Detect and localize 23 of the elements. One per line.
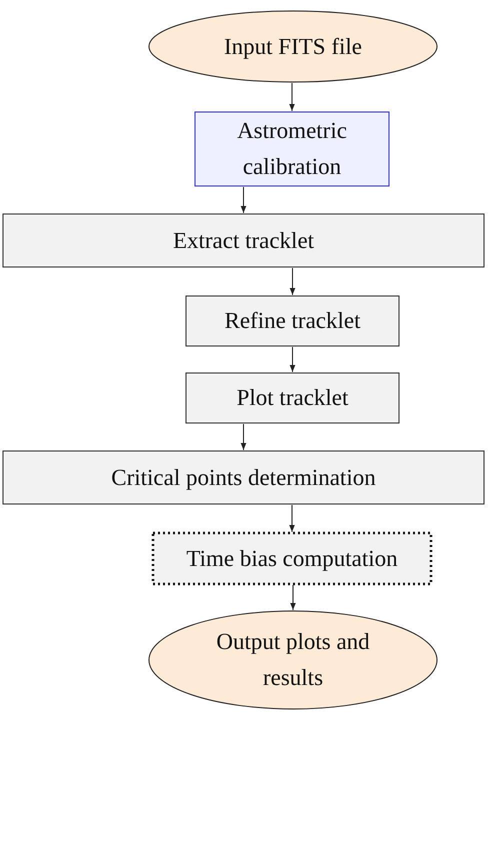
node-label: Time bias computation <box>186 544 398 573</box>
node-label: Output plots and results <box>215 628 371 692</box>
process-box <box>185 295 400 347</box>
process-box <box>194 111 390 187</box>
node-label: Input FITS file <box>224 32 362 61</box>
arrow <box>290 584 296 610</box>
process-box <box>152 532 432 585</box>
start-ellipse <box>148 10 438 83</box>
arrow <box>289 82 295 112</box>
arrow <box>290 346 296 372</box>
process-box <box>185 372 400 424</box>
arrow <box>289 504 295 532</box>
node-label: Plot tracklet <box>236 384 348 412</box>
end-ellipse <box>148 610 438 710</box>
node-label: Extract tracklet <box>172 226 314 254</box>
node-label: Critical points determination <box>111 464 376 492</box>
node-label: Astrometric calibration <box>236 117 348 181</box>
arrow <box>290 268 296 296</box>
process-box <box>2 450 485 505</box>
arrow <box>240 424 246 450</box>
process-box <box>2 213 485 268</box>
arrow <box>240 186 246 214</box>
node-label: Refine tracklet <box>224 307 360 335</box>
